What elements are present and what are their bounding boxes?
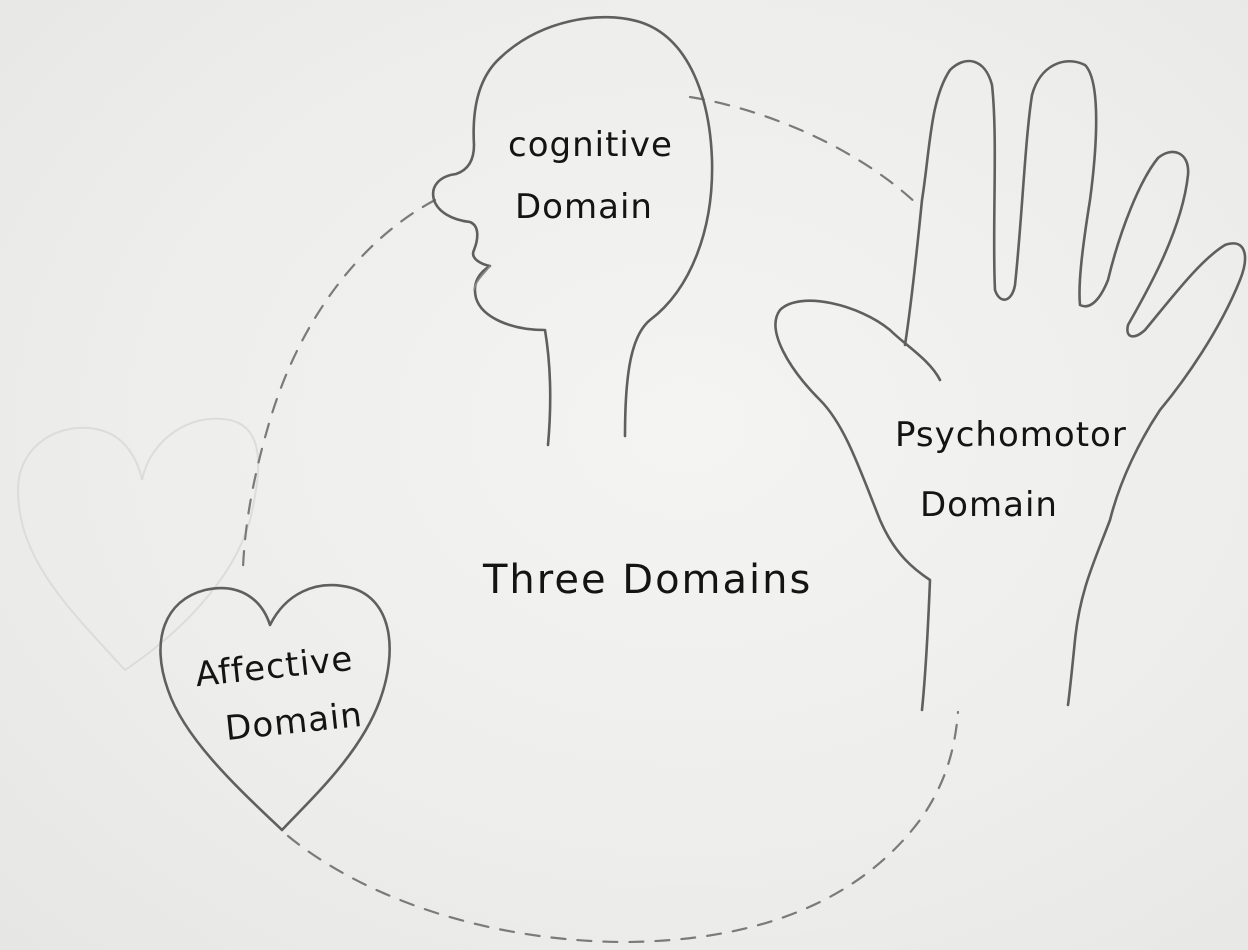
cognitive-domain-label-line2: Domain [515, 190, 653, 224]
center-title: Three Domains [483, 560, 812, 600]
head-icon [433, 17, 712, 445]
psychomotor-domain-label-line1: Psychomotor [895, 418, 1127, 452]
connector-head-to-hand [690, 97, 918, 205]
ghost-heart-shape [18, 419, 258, 670]
connector-head-to-heart [243, 200, 435, 568]
hand-icon [776, 61, 1245, 710]
connector-heart-to-hand [288, 712, 958, 942]
cognitive-domain-label-line1: cognitive [508, 128, 673, 162]
psychomotor-domain-label-line2: Domain [920, 488, 1058, 522]
